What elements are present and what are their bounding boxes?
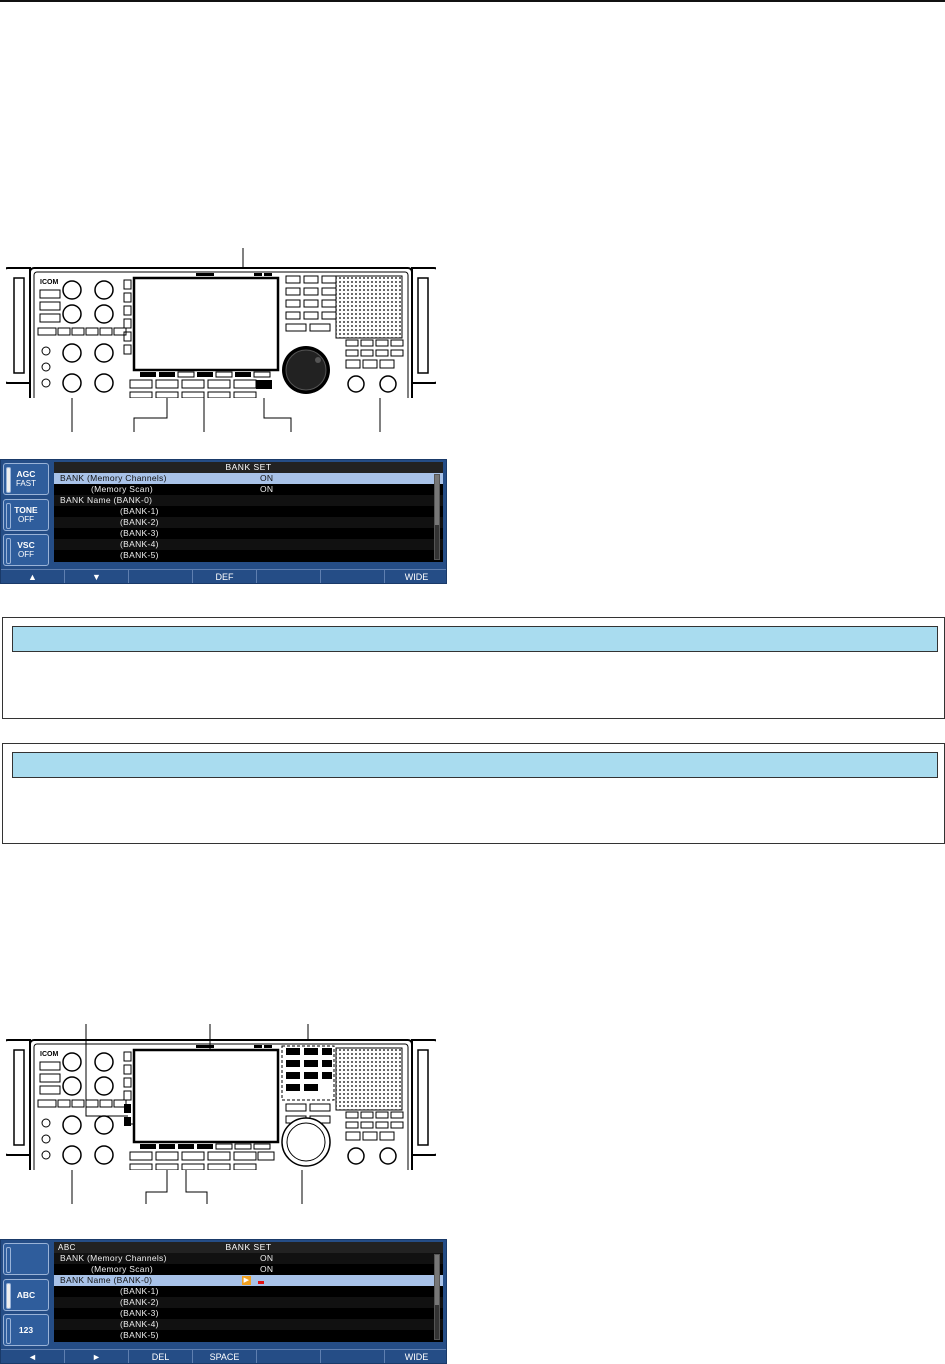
lcd-title: BANK SET	[54, 462, 443, 473]
note-header-bar	[12, 626, 938, 652]
fkey-wide[interactable]: WIDE	[385, 569, 446, 583]
fkey-blank-6[interactable]	[321, 1349, 385, 1363]
menu-row[interactable]: (BANK-1)	[120, 1286, 159, 1296]
menu-row[interactable]: (Memory Scan)ON	[91, 1264, 274, 1274]
callout-lines-1	[71, 398, 381, 432]
top-rule	[0, 0, 945, 2]
note-box-2	[2, 743, 945, 844]
fkey-def[interactable]: DEF	[193, 569, 257, 583]
side-key-abc[interactable]: ABC	[3, 1278, 49, 1311]
fkey-up[interactable]: ▲	[1, 569, 65, 583]
callout-lines-2-bottom	[71, 1170, 303, 1204]
fkey-blank-3[interactable]	[129, 569, 193, 583]
fkey-blank-6[interactable]	[321, 569, 385, 583]
radio-brand-logo: ICOM	[40, 1051, 58, 1058]
fkey-left[interactable]: ◄	[1, 1349, 65, 1363]
menu-row[interactable]: BANK (Memory Channels)ON	[54, 473, 443, 484]
menu-row[interactable]: BANK Name (BANK-0)	[54, 495, 443, 506]
menu-row[interactable]: (BANK-5)	[120, 550, 159, 560]
edit-field[interactable]	[252, 1275, 442, 1286]
fkey-blank-5[interactable]	[257, 569, 321, 583]
lcd-side-keys: ABC 123	[3, 1243, 49, 1350]
fkey-del[interactable]: DEL	[129, 1349, 193, 1363]
lcd-scrollbar[interactable]	[434, 474, 440, 560]
menu-row[interactable]: (BANK-3)	[120, 528, 159, 538]
menu-row[interactable]: (BANK-5)	[120, 1330, 159, 1340]
fkey-right[interactable]: ►	[65, 1349, 129, 1363]
edit-cursor-arrow-icon: ▶	[242, 1276, 251, 1285]
menu-row[interactable]: (BANK-2)	[54, 517, 443, 528]
note-box-1	[2, 617, 945, 719]
side-key-blank[interactable]	[3, 1243, 49, 1275]
radio-front-panel-1: ICOM	[6, 248, 436, 398]
side-key-123[interactable]: 123	[3, 1314, 49, 1346]
menu-row[interactable]: (Memory Scan)ON	[91, 484, 274, 494]
menu-row[interactable]: BANK (Memory Channels)ON	[54, 1253, 443, 1264]
text-cursor-icon	[258, 1281, 264, 1284]
lcd-scrollbar[interactable]	[434, 1254, 440, 1340]
note-header-bar	[12, 752, 938, 778]
radio-brand-logo: ICOM	[40, 279, 58, 286]
menu-row[interactable]: (BANK-4)	[54, 539, 443, 550]
lcd-function-keys: ▲ ▼ DEF WIDE	[1, 569, 446, 583]
fkey-wide[interactable]: WIDE	[385, 1349, 446, 1363]
lcd-function-keys: ◄ ► DEL SPACE WIDE	[1, 1349, 446, 1363]
fkey-space[interactable]: SPACE	[193, 1349, 257, 1363]
menu-row[interactable]: (BANK-1)	[120, 506, 159, 516]
fkey-down[interactable]: ▼	[65, 569, 129, 583]
menu-row[interactable]: (BANK-3)	[120, 1308, 159, 1318]
menu-row-selected[interactable]: BANK Name (BANK-0) ▶	[54, 1275, 443, 1286]
input-mode-label: ABC	[58, 1243, 76, 1252]
menu-row[interactable]: (BANK-4)	[54, 1319, 443, 1330]
menu-row[interactable]: (BANK-2)	[54, 1297, 443, 1308]
fkey-blank-5[interactable]	[257, 1349, 321, 1363]
lcd-menu-panel: BANK SET BANK (Memory Channels)ON (Memor…	[54, 462, 443, 562]
radio-front-panel-2: ICOM	[6, 1020, 436, 1170]
